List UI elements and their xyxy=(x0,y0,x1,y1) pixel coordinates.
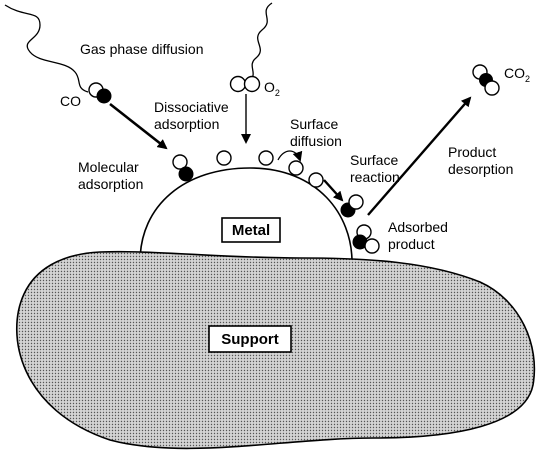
label-molecular-2: adsorption xyxy=(78,176,143,192)
label-surface-diffusion-2: diffusion xyxy=(290,133,342,149)
adsorbed-o-atom xyxy=(288,160,304,176)
adsorbed-o-atom xyxy=(258,150,274,166)
label-o2: O2 xyxy=(264,79,280,98)
label-adsorbed-product-1: Adsorbed xyxy=(388,219,448,235)
co2-gas-molecule xyxy=(472,64,500,96)
surface-diffusion-arrow xyxy=(277,150,303,162)
metal-particle xyxy=(139,167,353,263)
gas-wave-right xyxy=(247,2,273,83)
label-dissociative-1: Dissociative xyxy=(154,99,229,115)
adsorbed-o-atom xyxy=(216,150,232,166)
label-gas-phase-diffusion: Gas phase diffusion xyxy=(80,41,204,57)
label-surface-diffusion-1: Surface xyxy=(290,116,338,132)
label-co2: CO2 xyxy=(504,65,530,84)
label-co: CO xyxy=(60,93,81,109)
label-dissociative-2: adsorption xyxy=(154,116,219,132)
label-surface-reaction-1: Surface xyxy=(350,152,398,168)
surface-reaction-arrow xyxy=(323,179,344,202)
adsorbed-co-left xyxy=(172,154,194,182)
adsorbed-o-atom xyxy=(308,172,324,188)
o2-gas-molecule xyxy=(229,75,261,93)
support-label: Support xyxy=(221,331,279,348)
adsorbed-co2-product xyxy=(352,224,380,254)
co-adsorption-arrow xyxy=(109,102,168,150)
label-adsorbed-product-2: product xyxy=(388,236,435,252)
label-molecular-1: Molecular xyxy=(78,159,139,175)
support-label-box xyxy=(208,325,292,353)
co-gas-molecule xyxy=(88,82,112,104)
label-product-desorption-1: Product xyxy=(448,144,496,160)
label-surface-reaction-2: reaction xyxy=(350,169,400,185)
adsorbed-co-right xyxy=(340,194,364,218)
metal-label: Metal xyxy=(232,222,270,239)
desorption-arrow xyxy=(367,96,472,216)
label-product-desorption-2: desorption xyxy=(448,161,513,177)
metal-label-box xyxy=(221,217,281,243)
gas-wave-left xyxy=(4,4,89,93)
